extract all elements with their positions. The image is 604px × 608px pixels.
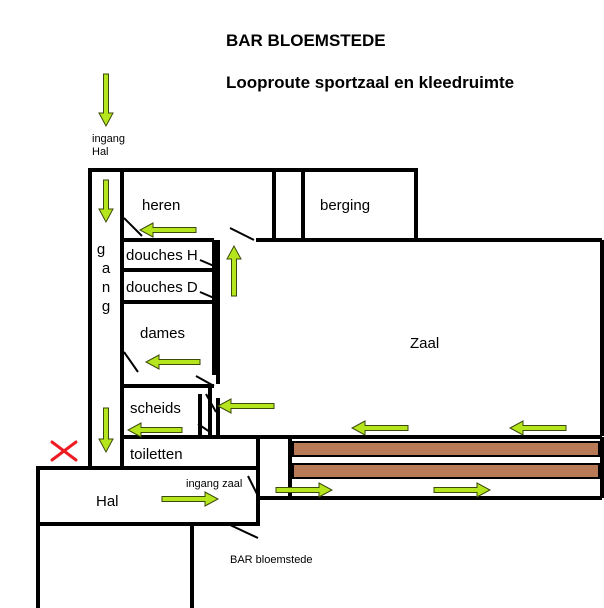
bench-bottom	[292, 463, 600, 479]
arrow-zaal-left-2-icon	[508, 420, 567, 436]
wall-top-block	[122, 168, 418, 240]
diagram-subtitle: Looproute sportzaal en kleedruimte	[226, 73, 514, 92]
room-berging: berging	[320, 197, 370, 214]
label-bar-bloemstede: BAR bloemstede	[230, 554, 313, 566]
room-dames: dames	[140, 325, 185, 342]
door-douches-h	[199, 259, 215, 267]
arrow-corridor-top-icon	[98, 179, 114, 224]
label-ingang-zaal: ingang zaal	[186, 478, 242, 490]
corridor-letter-g2: g	[102, 298, 110, 315]
bench-top	[292, 441, 600, 457]
room-zaal: Zaal	[410, 335, 439, 352]
red-x-stroke-2	[50, 440, 78, 462]
route-arrows	[98, 73, 567, 507]
door-heren	[123, 217, 143, 237]
door-dames	[123, 351, 139, 373]
diagram-title: BAR BLOEMSTEDE	[226, 31, 386, 50]
arrow-corridor-bottom-icon	[98, 407, 114, 454]
door-bar	[227, 523, 259, 539]
room-heren: heren	[142, 197, 180, 214]
door-douches-d	[199, 291, 215, 299]
arrow-scheids-left-icon	[126, 422, 183, 438]
room-douches-h: douches H	[126, 247, 198, 264]
door-scheids	[197, 423, 211, 433]
arrow-dames-left-icon	[144, 354, 201, 370]
entrance-label-line1: ingang	[92, 133, 125, 145]
entrance-label-line2: Hal	[92, 146, 109, 158]
benches	[292, 441, 600, 479]
arrow-heren-left-icon	[138, 222, 197, 238]
corridor-letter-a: a	[102, 260, 111, 277]
room-douches-d: douches D	[126, 279, 198, 296]
wall-hal	[36, 466, 260, 526]
door-dames-zaal	[195, 375, 215, 387]
room-scheids: scheids	[130, 400, 181, 417]
door-scheids-zaal	[205, 393, 217, 413]
arrow-into-scheids-icon	[216, 398, 275, 414]
room-hal: Hal	[96, 493, 119, 510]
arrow-up-to-zaal-icon	[226, 244, 242, 297]
arrow-entrance-down-icon	[98, 73, 114, 128]
arrow-hal-right-icon	[161, 491, 220, 507]
arrow-bench-right-2-icon	[433, 482, 492, 498]
red-x-icon	[50, 440, 78, 462]
door-swings	[123, 217, 259, 539]
arrow-bench-right-1-icon	[275, 482, 334, 498]
door-zaal-entrance	[247, 475, 259, 497]
room-toiletten: toiletten	[130, 446, 183, 463]
wall-corridor	[88, 168, 124, 468]
door-hall-corner	[229, 227, 255, 241]
walls	[36, 168, 604, 608]
corridor-letter-g1: g	[97, 241, 105, 258]
corridor-letter-n: n	[102, 279, 110, 296]
arrow-zaal-left-1-icon	[350, 420, 409, 436]
